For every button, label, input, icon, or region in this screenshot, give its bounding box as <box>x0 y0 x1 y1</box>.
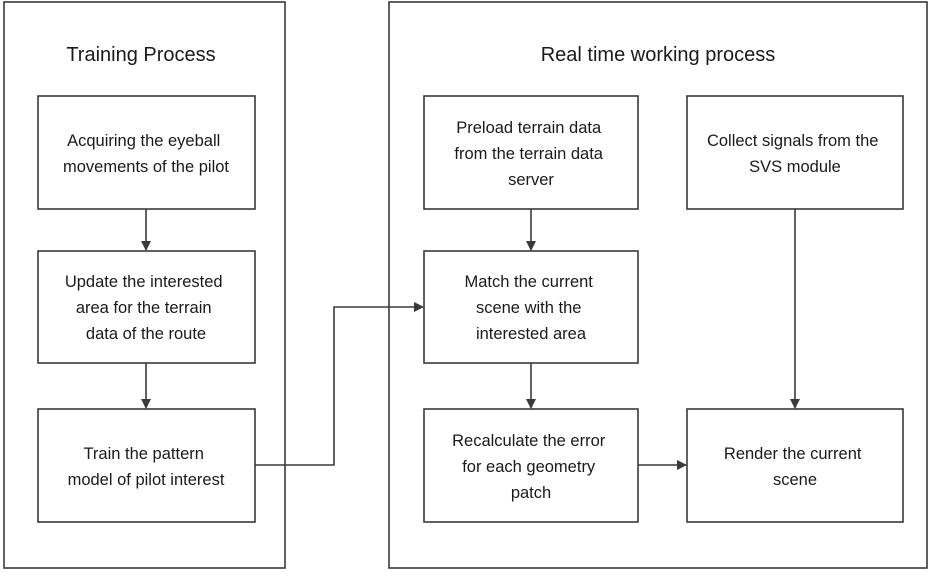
node-train-line-2: model of pilot interest <box>68 471 225 489</box>
node-update-line-1: Update the interested <box>65 273 223 291</box>
node-recalc-text: Recalculate the error for each geometry … <box>452 432 610 502</box>
node-match-box <box>423 250 639 364</box>
node-match: Match the current scene with the interes… <box>423 250 639 364</box>
node-collect-text: Collect signals from the SVS module <box>707 132 883 176</box>
node-render: Render the current scene <box>686 408 904 523</box>
node-update: Update the interested area for the terra… <box>37 250 256 364</box>
node-collect-line-2: SVS module <box>749 158 841 176</box>
node-render-line-2: scene <box>773 471 817 489</box>
node-acquire-text: Acquiring the eyeball movements of the p… <box>63 132 229 176</box>
node-recalc-line-3: patch <box>511 484 551 502</box>
node-update-text: Update the interested area for the terra… <box>65 273 227 343</box>
node-acquire: Acquiring the eyeball movements of the p… <box>37 95 256 210</box>
node-match-text: Match the current scene with the interes… <box>465 273 598 343</box>
node-acquire-box <box>37 95 256 210</box>
node-recalc-box <box>423 408 639 523</box>
node-render-box <box>686 408 904 523</box>
node-acquire-line-1: Acquiring the eyeball <box>67 132 220 150</box>
arrow-train-to-match <box>255 302 424 466</box>
node-preload-line-3: server <box>508 171 554 189</box>
node-train-line-1: Train the pattern <box>83 445 203 463</box>
node-preload-text: Preload terrain data from the terrain da… <box>454 119 607 189</box>
node-recalc-line-1: Recalculate the error <box>452 432 606 450</box>
node-recalc: Recalculate the error for each geometry … <box>423 408 639 523</box>
node-train: Train the pattern model of pilot interes… <box>37 408 256 523</box>
node-match-line-3: interested area <box>476 325 587 343</box>
training-panel-title: Training Process <box>66 44 215 66</box>
node-update-line-3: data of the route <box>86 325 206 343</box>
node-preload: Preload terrain data from the terrain da… <box>423 95 639 210</box>
node-render-line-1: Render the current <box>724 445 862 463</box>
node-render-text: Render the current scene <box>724 445 866 489</box>
node-preload-line-1: Preload terrain data <box>456 119 602 137</box>
node-acquire-line-2: movements of the pilot <box>63 158 229 176</box>
node-preload-box <box>423 95 639 210</box>
node-update-box <box>37 250 256 364</box>
node-match-line-2: scene with the <box>476 299 581 317</box>
node-recalc-line-2: for each geometry <box>462 458 596 476</box>
realtime-panel-title: Real time working process <box>541 44 776 66</box>
node-collect-line-1: Collect signals from the <box>707 132 879 150</box>
node-match-line-1: Match the current <box>465 273 594 291</box>
node-update-line-2: area for the terrain <box>76 299 212 317</box>
node-train-text: Train the pattern model of pilot interes… <box>68 445 225 489</box>
node-collect-box <box>686 95 904 210</box>
node-train-box <box>37 408 256 523</box>
node-preload-line-2: from the terrain data <box>454 145 603 163</box>
node-collect: Collect signals from the SVS module <box>686 95 904 210</box>
